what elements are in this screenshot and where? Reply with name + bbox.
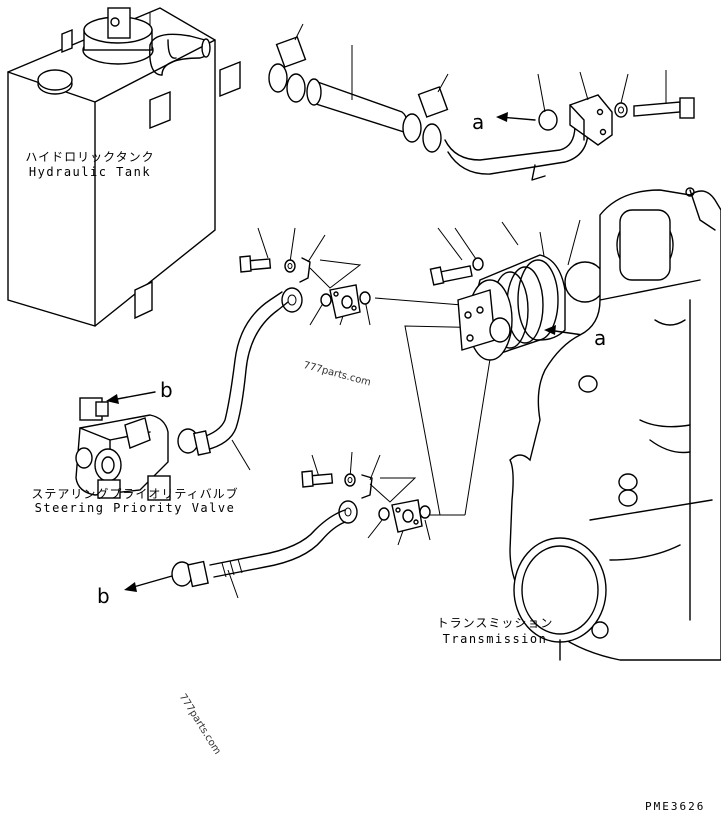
leader-lines bbox=[227, 23, 667, 599]
hoses bbox=[124, 291, 346, 592]
valve-label-en: Steering Priority Valve bbox=[34, 501, 236, 515]
tank-label-jp: ハイドロリックタンク bbox=[25, 150, 155, 164]
suction-line bbox=[268, 36, 695, 181]
transmission bbox=[509, 187, 721, 661]
valve-label-jp: ステアリングプライオリティバルブ bbox=[31, 487, 239, 501]
ref-marker-b-hose: b bbox=[97, 584, 110, 608]
lower-flange-assembly bbox=[301, 470, 431, 533]
hydraulic-tank bbox=[7, 7, 241, 327]
ref-marker-a-upper: a bbox=[472, 110, 485, 134]
ref-marker-b-valve: b bbox=[160, 378, 173, 402]
tank-label-en: Hydraulic Tank bbox=[28, 165, 152, 179]
ref-marker-a-pump: a bbox=[594, 326, 607, 350]
drawing-code: PME3626 bbox=[645, 800, 706, 813]
transmission-label-jp: トランスミッション bbox=[436, 616, 554, 630]
hydraulic-pump bbox=[429, 254, 606, 361]
steering-priority-valve bbox=[75, 391, 171, 501]
upper-flange-assembly bbox=[239, 255, 371, 319]
transmission-label-en: Transmission bbox=[442, 632, 548, 646]
